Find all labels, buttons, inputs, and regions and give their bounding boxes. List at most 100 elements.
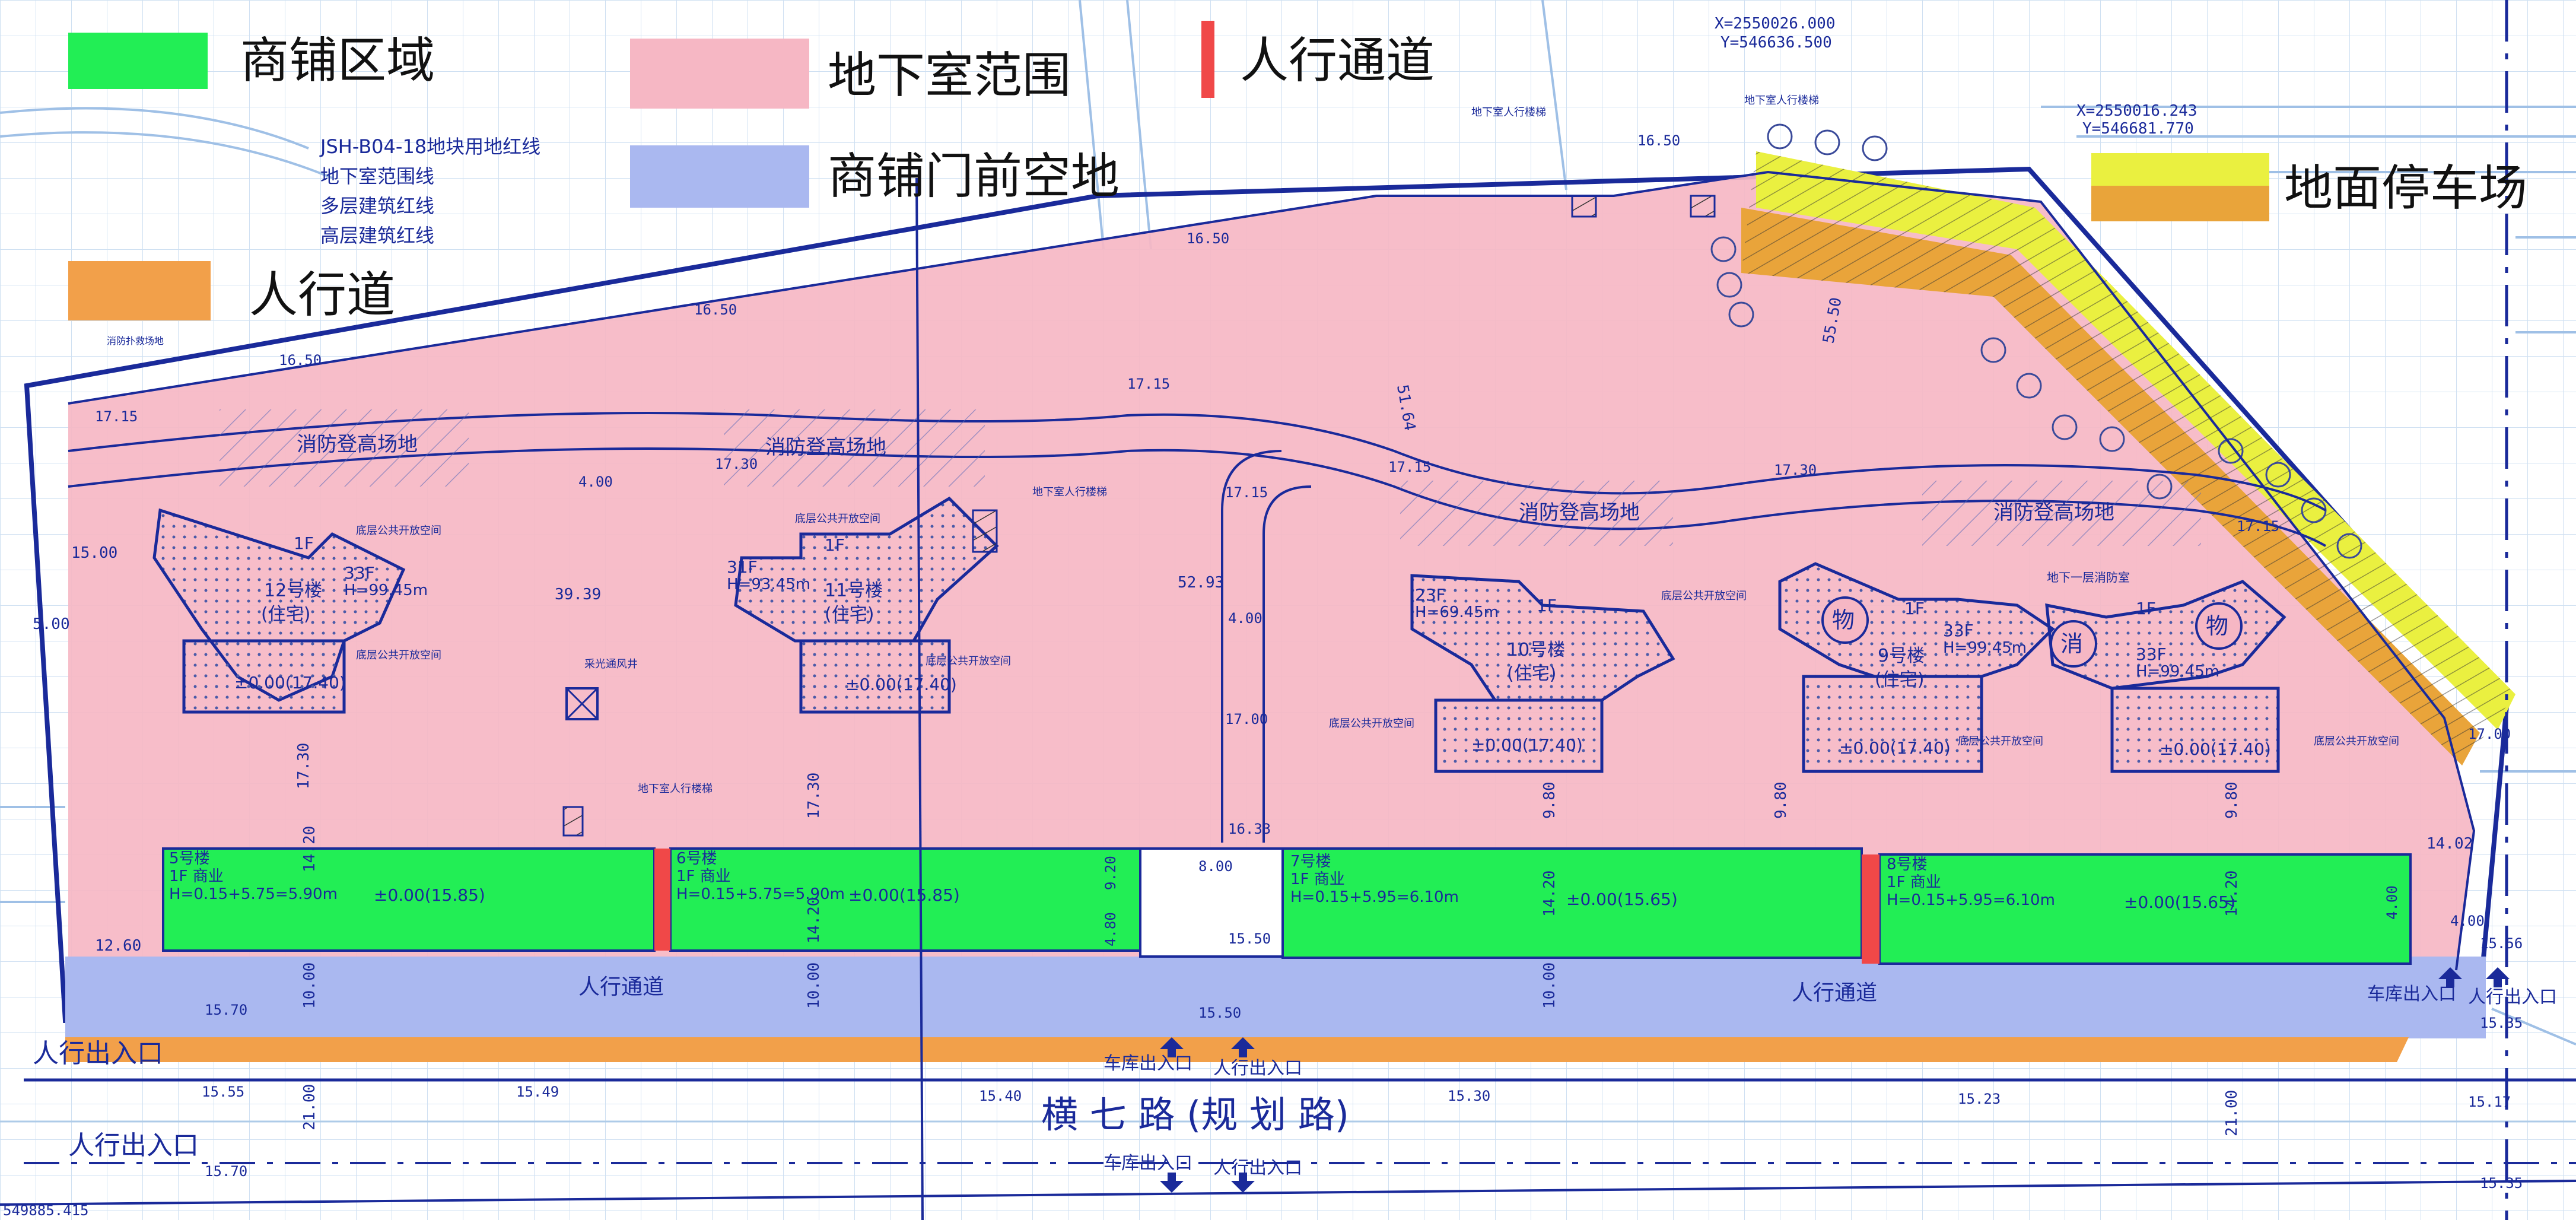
ped-gate-label: 人行出入口 — [1213, 1058, 1302, 1079]
tower-1f-label: 1F — [294, 533, 314, 553]
fire-control-label: 消 — [2060, 631, 2083, 657]
ped-entry-label: 人行出入口 — [68, 1130, 199, 1161]
shop-7: 7号楼 1F 商业 H=0.15+5.95=6.10m ±0.00(15.65) — [1290, 853, 1678, 909]
dimension-label: 17.30 — [805, 773, 823, 819]
elevation-label: 17.30 — [1774, 462, 1817, 478]
shop-5: 5号楼 1F 商业 H=0.15+5.75=5.90m ±0.00(15.85) — [169, 850, 485, 905]
garage-entry-label: 车库出入口 — [1103, 1053, 1192, 1074]
shop-height: H=0.15+5.95=6.10m — [1887, 891, 2055, 909]
elevation-label: 16.50 — [1637, 132, 1680, 149]
vent-shaft-icon — [565, 687, 599, 720]
elevation-label: 15.50 — [1228, 930, 1271, 947]
coord-top-y: Y=546636.500 — [1720, 34, 1832, 52]
shop-id: 6号楼 — [676, 850, 717, 868]
coord-bottom-left: 549885.415 — [3, 1202, 89, 1219]
property-office-label: 物 — [2206, 613, 2228, 639]
fire-climbing-areas — [220, 409, 2201, 546]
legend-sidewalk-label: 人行道 — [249, 267, 395, 323]
coord-top-x: X=2550026.000 — [1715, 15, 1836, 33]
tower-10: 1F 23F H=69.45m 10号楼 (住宅) ±0.00(17.40) — [1415, 585, 1583, 755]
tower-height: H=69.45m — [1415, 603, 1499, 621]
tree-row — [1710, 123, 2362, 559]
tower-id: 10号楼 — [1507, 640, 1565, 660]
walkway-label: 人行通道 — [578, 975, 664, 999]
shop-elev: ±0.00(15.85) — [848, 885, 960, 905]
stair-label: 地下室人行楼梯 — [1471, 106, 1546, 119]
fire-area-label: 消防登高场地 — [765, 436, 886, 459]
dimension-label: 9.20 — [1102, 856, 1119, 890]
stair-label: 地下室人行楼梯 — [1744, 94, 1819, 107]
elevation-label: 17.15 — [1225, 484, 1268, 501]
property-office-icon — [2195, 602, 2243, 650]
tower-elev: ±0.00(17.40) — [1839, 738, 1951, 758]
legend-shop-label: 商铺区域 — [240, 33, 435, 89]
tower-use: (住宅) — [1875, 669, 1924, 690]
dimension-label: 14.20 — [805, 897, 823, 943]
walkway-label: 人行通道 — [1792, 981, 1877, 1005]
legend-frontage-label: 商铺门前空地 — [828, 148, 1120, 205]
elevation-label: 15.35 — [2480, 1175, 2523, 1192]
dimension-label: 10.00 — [301, 962, 319, 1009]
road-name: 横 七 路 (规 划 路) — [1041, 1093, 1349, 1136]
shop-areas — [162, 847, 2412, 965]
shop-6: 6号楼 1F 商业 H=0.15+5.75=5.90m ±0.00(15.85) — [676, 850, 960, 905]
stair-icon — [972, 509, 998, 553]
dimension-label: 17.30 — [295, 743, 313, 789]
garage-entry-label: 车库出入口 — [1103, 1153, 1192, 1174]
stair-icon — [562, 806, 584, 837]
stair-label: 地下室人行楼梯 — [1032, 486, 1107, 498]
tower-1f-label: 1F — [825, 535, 845, 555]
shop-id: 5号楼 — [169, 850, 210, 868]
fire-area-label: 消防登高场地 — [1993, 501, 2114, 525]
vent-shaft-icon — [565, 687, 599, 720]
dimension-label: 15.00 — [71, 544, 117, 562]
coord-right-x: X=2550016.243 — [2076, 102, 2197, 120]
dimension-label: 10.00 — [805, 962, 823, 1009]
dimension-label: 14.20 — [1541, 870, 1559, 917]
tower-use: (住宅) — [1507, 663, 1556, 684]
open-space-label: 底层公共开放空间 — [1329, 717, 1414, 730]
line-note: 多层建筑红线 — [320, 195, 434, 217]
property-office-label: 物 — [1832, 607, 1855, 633]
shop-height: H=0.15+5.95=6.10m — [1290, 888, 1459, 906]
elevation-label: 17.30 — [715, 456, 758, 472]
shop-elev: ±0.00(15.85) — [374, 885, 485, 905]
tower-use: (住宅) — [261, 604, 310, 625]
fire-control-icon — [2050, 620, 2097, 668]
dimension-label: 9.80 — [2223, 781, 2241, 819]
elevation-label: 15.56 — [2480, 935, 2523, 952]
dimension-label: 9.80 — [1772, 781, 1790, 819]
shop-elev: ±0.00(15.65) — [2124, 892, 2235, 912]
elevation-label: 16.33 — [1228, 821, 1271, 837]
tower-floors: 23F — [1415, 585, 1446, 605]
tower-floors: 33F — [344, 563, 375, 583]
elevation-label: 15.55 — [202, 1084, 244, 1100]
tower-east: 1F 33F H=99.45m ±0.00(17.40) 消 物 地下一层消防室 — [2047, 570, 2271, 759]
dimension-label: 8.00 — [1198, 858, 1233, 875]
dimension-label: 17.00 — [1225, 711, 1268, 727]
tower-elev: ±0.00(17.40) — [845, 675, 957, 694]
legend-parking-label: 地面停车场 — [2284, 160, 2527, 217]
elevation-label: 15.49 — [516, 1084, 559, 1100]
dimension-label: 4.00 — [1228, 610, 1262, 627]
tower-12: 1F 33F H=99.45m 12号楼 (住宅) ±0.00(17.40) — [234, 533, 428, 692]
dimension-label: 4.80 — [1102, 912, 1119, 946]
dimension-label: 14.02 — [2426, 835, 2473, 853]
fire-area-label: 消防登高场地 — [1519, 501, 1640, 525]
tower-use: (住宅) — [825, 604, 874, 625]
open-space-label: 底层公共开放空间 — [2314, 735, 2399, 748]
tower-9: 1F 33F H=99.45m 9号楼 (住宅) ±0.00(17.40) 物 — [1821, 596, 2027, 758]
fire-hydrant-note: 消防扑救场地 — [107, 335, 164, 347]
elevation-label: 15.70 — [205, 1163, 247, 1180]
dimension-label: 4.00 — [578, 474, 613, 490]
tower-height: H=99.45m — [2136, 663, 2219, 681]
ped-gate-label: 人行出入口 — [1213, 1158, 1302, 1178]
shop-use: 1F 商业 — [169, 868, 224, 885]
tower-height: H=93.45m — [727, 576, 810, 593]
line-note: JSH-B04-18地块用地红线 — [319, 135, 540, 158]
elevation-label: 15.35 — [2480, 1015, 2523, 1031]
tower-1f-label: 1F — [2136, 599, 2156, 618]
tower-1f-label: 1F — [1904, 599, 1925, 618]
dimension-label: 10.00 — [1541, 962, 1559, 1009]
